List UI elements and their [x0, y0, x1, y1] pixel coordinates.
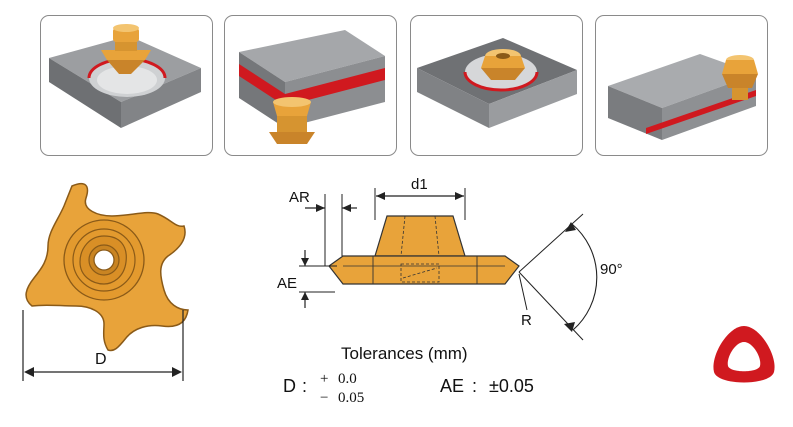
radius-label: R [521, 312, 532, 329]
tolerance-d-upper-value: 0.0 [338, 371, 357, 387]
tolerance-d-upper-sign: + [320, 371, 329, 387]
edge-slot-thumbnail [595, 15, 768, 156]
tolerance-d-lower-value: 0.05 [338, 390, 365, 406]
tolerance-ae-value: ±0.05 [489, 376, 534, 396]
diameter-label: D [95, 351, 107, 368]
tolerance-d-lower-sign: − [320, 390, 329, 406]
tolerance-ae-separator: : [472, 376, 478, 396]
tolerance-ae-name: AE [440, 376, 465, 396]
face-groove-thumbnail [40, 15, 213, 156]
ae-label: AE [277, 275, 298, 292]
ar-label: AR [289, 189, 310, 206]
internal-groove-thumbnail [410, 15, 583, 156]
tolerance-d-name: D [283, 376, 296, 396]
angle-label: 90° [600, 261, 623, 278]
insert-top-view [22, 182, 189, 381]
trigon-shape-icon [713, 326, 775, 383]
insert-section-view [299, 188, 598, 341]
side-slot-thumbnail [224, 15, 397, 156]
d1-label: d1 [411, 176, 428, 193]
tolerance-d-separator: : [302, 376, 308, 396]
tolerances-title: Tolerances (mm) [341, 344, 468, 363]
